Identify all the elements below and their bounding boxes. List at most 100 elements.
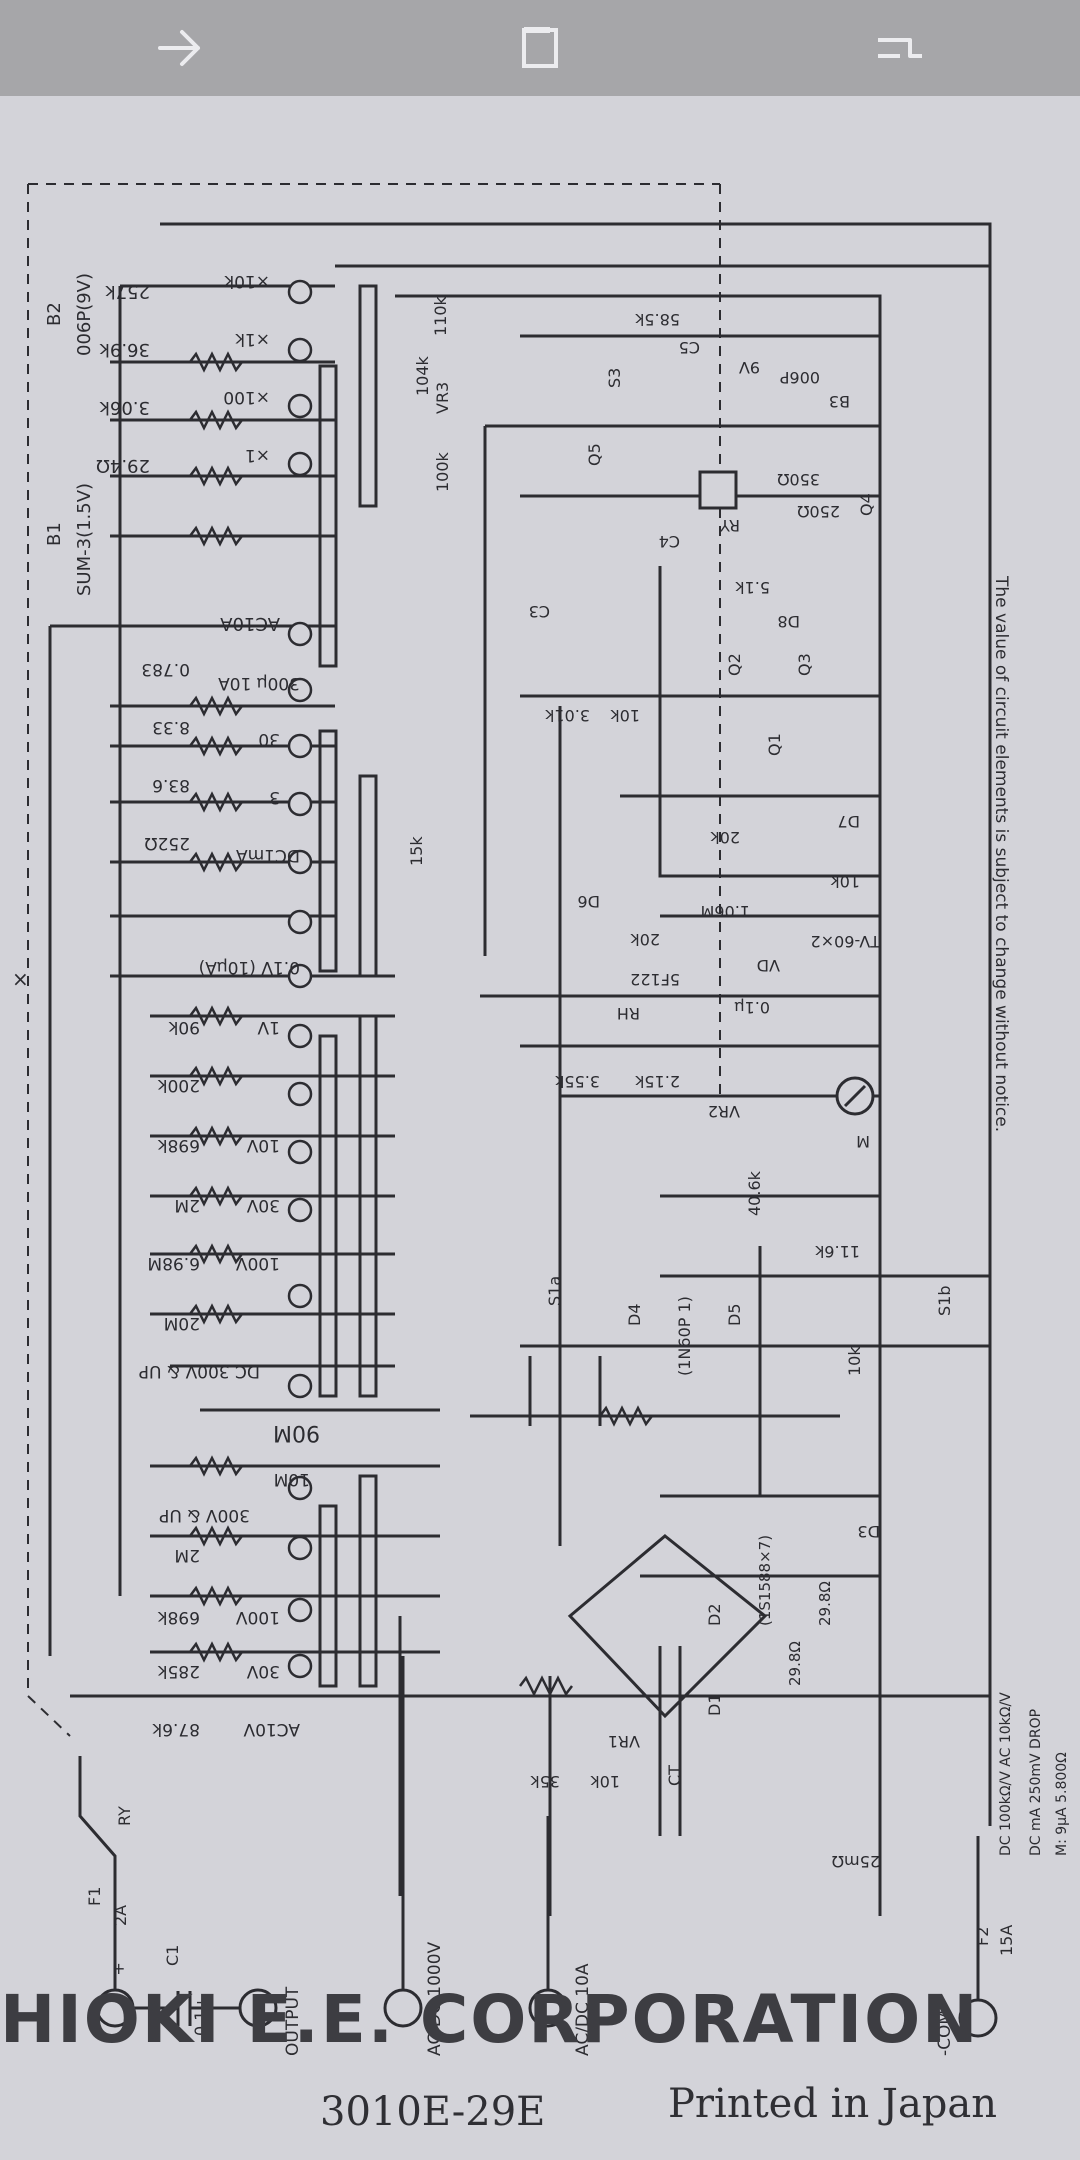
label-q4: Q4	[857, 493, 876, 516]
label-c4: C4	[659, 532, 680, 551]
label-r26-val: 29.8Ω	[786, 1641, 804, 1686]
label-d6: D6	[578, 892, 601, 911]
label-s3: S3	[605, 368, 624, 388]
label-ac10a: AC10A	[220, 613, 280, 634]
label-b3: B3	[829, 392, 850, 411]
label-d2: D2	[705, 1604, 724, 1627]
back-button[interactable]	[110, 0, 250, 96]
label-c5-val: 58.5k	[634, 310, 680, 329]
label-c3: C3	[529, 602, 550, 621]
resistor-symbols	[189, 351, 653, 1697]
label-r5-val: 90M	[273, 1420, 320, 1445]
label-r17-val: 29.4Ω	[96, 455, 150, 476]
label-r22-val: 104k	[413, 355, 432, 396]
label-9v: 9V	[739, 358, 760, 377]
label-r37-val: 10k	[610, 706, 640, 725]
label-range-ac30v: 30V	[246, 1661, 280, 1681]
label-term-acdc1000: AC/DC 1000V	[425, 1941, 445, 2056]
label-term-acdc10a: AC/DC 10A	[573, 1963, 593, 2056]
label-c1-val: 0.1µ	[191, 2000, 210, 2036]
notice-text: The value of circuit elements is subject…	[991, 575, 1011, 1132]
label-d4: D4	[625, 1304, 644, 1327]
label-q2: Q2	[725, 653, 744, 676]
label-range-1v: 1V	[257, 1017, 280, 1037]
label-range-10v: 10V	[246, 1135, 280, 1155]
circuit-schematic: The value of circuit elements is subject…	[12, 183, 1070, 2056]
label-r13-val: 252Ω	[145, 833, 190, 853]
label-f1-val: 2A	[111, 1905, 130, 1926]
label-range-ac300v: 300V & UP	[159, 1505, 250, 1525]
label-r33-val: 20k	[630, 930, 660, 949]
label-f1: F1	[85, 1887, 104, 1906]
label-s1b: S1b	[935, 1286, 954, 1317]
label-mark-x: ×	[12, 967, 29, 991]
label-r24-val: 25mΩ	[832, 1852, 880, 1871]
label-r10-val: 698k	[158, 1135, 200, 1155]
label-r16-val: 0.783	[141, 659, 190, 679]
label-vr3-val: 100k	[433, 451, 452, 492]
label-r29-val: 11.6k	[814, 1242, 860, 1261]
label-d5: D5	[725, 1304, 744, 1327]
label-r35-val: 10k	[830, 872, 860, 891]
label-d3: D3	[858, 1522, 881, 1541]
company-name: HIOKI E.E. CORPORATION	[0, 1981, 980, 2058]
label-10m: 10M	[274, 1469, 310, 1489]
label-ct: CT	[665, 1765, 684, 1786]
square-icon	[522, 27, 558, 68]
label-ry-switch: RY	[115, 1806, 134, 1826]
label-ry: RY	[720, 516, 740, 535]
label-b2: B2	[44, 302, 65, 326]
label-range-dc1ma: DC1mA	[236, 845, 300, 865]
printed-in: Printed in Japan	[668, 2081, 998, 2127]
label-d8: D8	[778, 612, 801, 631]
label-r1-val: 87.6k	[152, 1719, 200, 1739]
home-button[interactable]	[470, 0, 610, 96]
label-r28-val: 10k	[845, 1346, 864, 1376]
label-r38-val: 3.01k	[544, 706, 590, 725]
navigation-bar	[0, 0, 1080, 96]
schematic-labels: The value of circuit elements is subject…	[12, 271, 1070, 2056]
label-r19-val: 36.9k	[99, 339, 150, 360]
label-range-30v: 30V	[246, 1195, 280, 1215]
label-r15-val: 8.33	[152, 717, 190, 737]
label-c1: C1	[163, 1945, 182, 1966]
label-rh: RH	[617, 1004, 640, 1023]
recents-button[interactable]	[830, 0, 970, 96]
label-range-ac100v: 100V	[236, 1607, 280, 1627]
schematic-document[interactable]: The value of circuit elements is subject…	[0, 96, 1080, 2160]
range-terminals	[287, 279, 313, 1679]
label-vr1-val: 10k	[590, 1772, 620, 1791]
document-footer: HIOKI E.E. CORPORATION 3010E-29E Printed…	[0, 1981, 1080, 2156]
label-range-100v: 100V	[236, 1253, 280, 1273]
label-r250: 250Ω	[797, 502, 840, 521]
label-r12-val: 90k	[168, 1017, 200, 1037]
label-s1a: S1a	[545, 1276, 564, 1306]
label-r23-val: 110k	[431, 295, 450, 336]
label-r30-val: 40.6k	[745, 1170, 764, 1216]
label-range-x1: ×1	[245, 445, 270, 465]
label-r20-val: 257k	[105, 281, 150, 302]
label-term-output: OUTPUT	[283, 1986, 303, 2056]
label-vr1: VR1	[608, 1732, 640, 1751]
label-r18-val: 3.06k	[99, 397, 150, 418]
spec-line-3: M: 9µA 5.800Ω	[1054, 1752, 1070, 1856]
recents-zigzag-icon	[878, 38, 922, 58]
label-range-x1k: ×1k	[235, 329, 270, 349]
label-r36-val: 20k	[710, 828, 740, 847]
label-r2-val: 285k	[158, 1661, 200, 1681]
label-q3: Q3	[795, 653, 814, 676]
label-b2-type: 006P(9V)	[74, 273, 95, 356]
label-term-plus: +	[112, 1959, 125, 1978]
label-range-01v: 0.1V (10µA)	[199, 957, 300, 977]
label-r31-val: 2.15k	[634, 1072, 680, 1091]
label-r7-val: 20M	[164, 1313, 200, 1333]
label-d7: D7	[838, 812, 861, 831]
label-range-30: 30	[258, 729, 280, 749]
label-term-com: -COM	[935, 2010, 955, 2056]
label-d4-type: (1N60P 1)	[675, 1296, 694, 1376]
label-r32-val: 3.55k	[554, 1072, 600, 1091]
label-r4-val: 2M	[175, 1545, 200, 1565]
label-d1: D1	[705, 1694, 724, 1717]
label-r39-val: 5.1k	[735, 578, 770, 597]
label-r8-val: 6.98M	[147, 1253, 200, 1273]
